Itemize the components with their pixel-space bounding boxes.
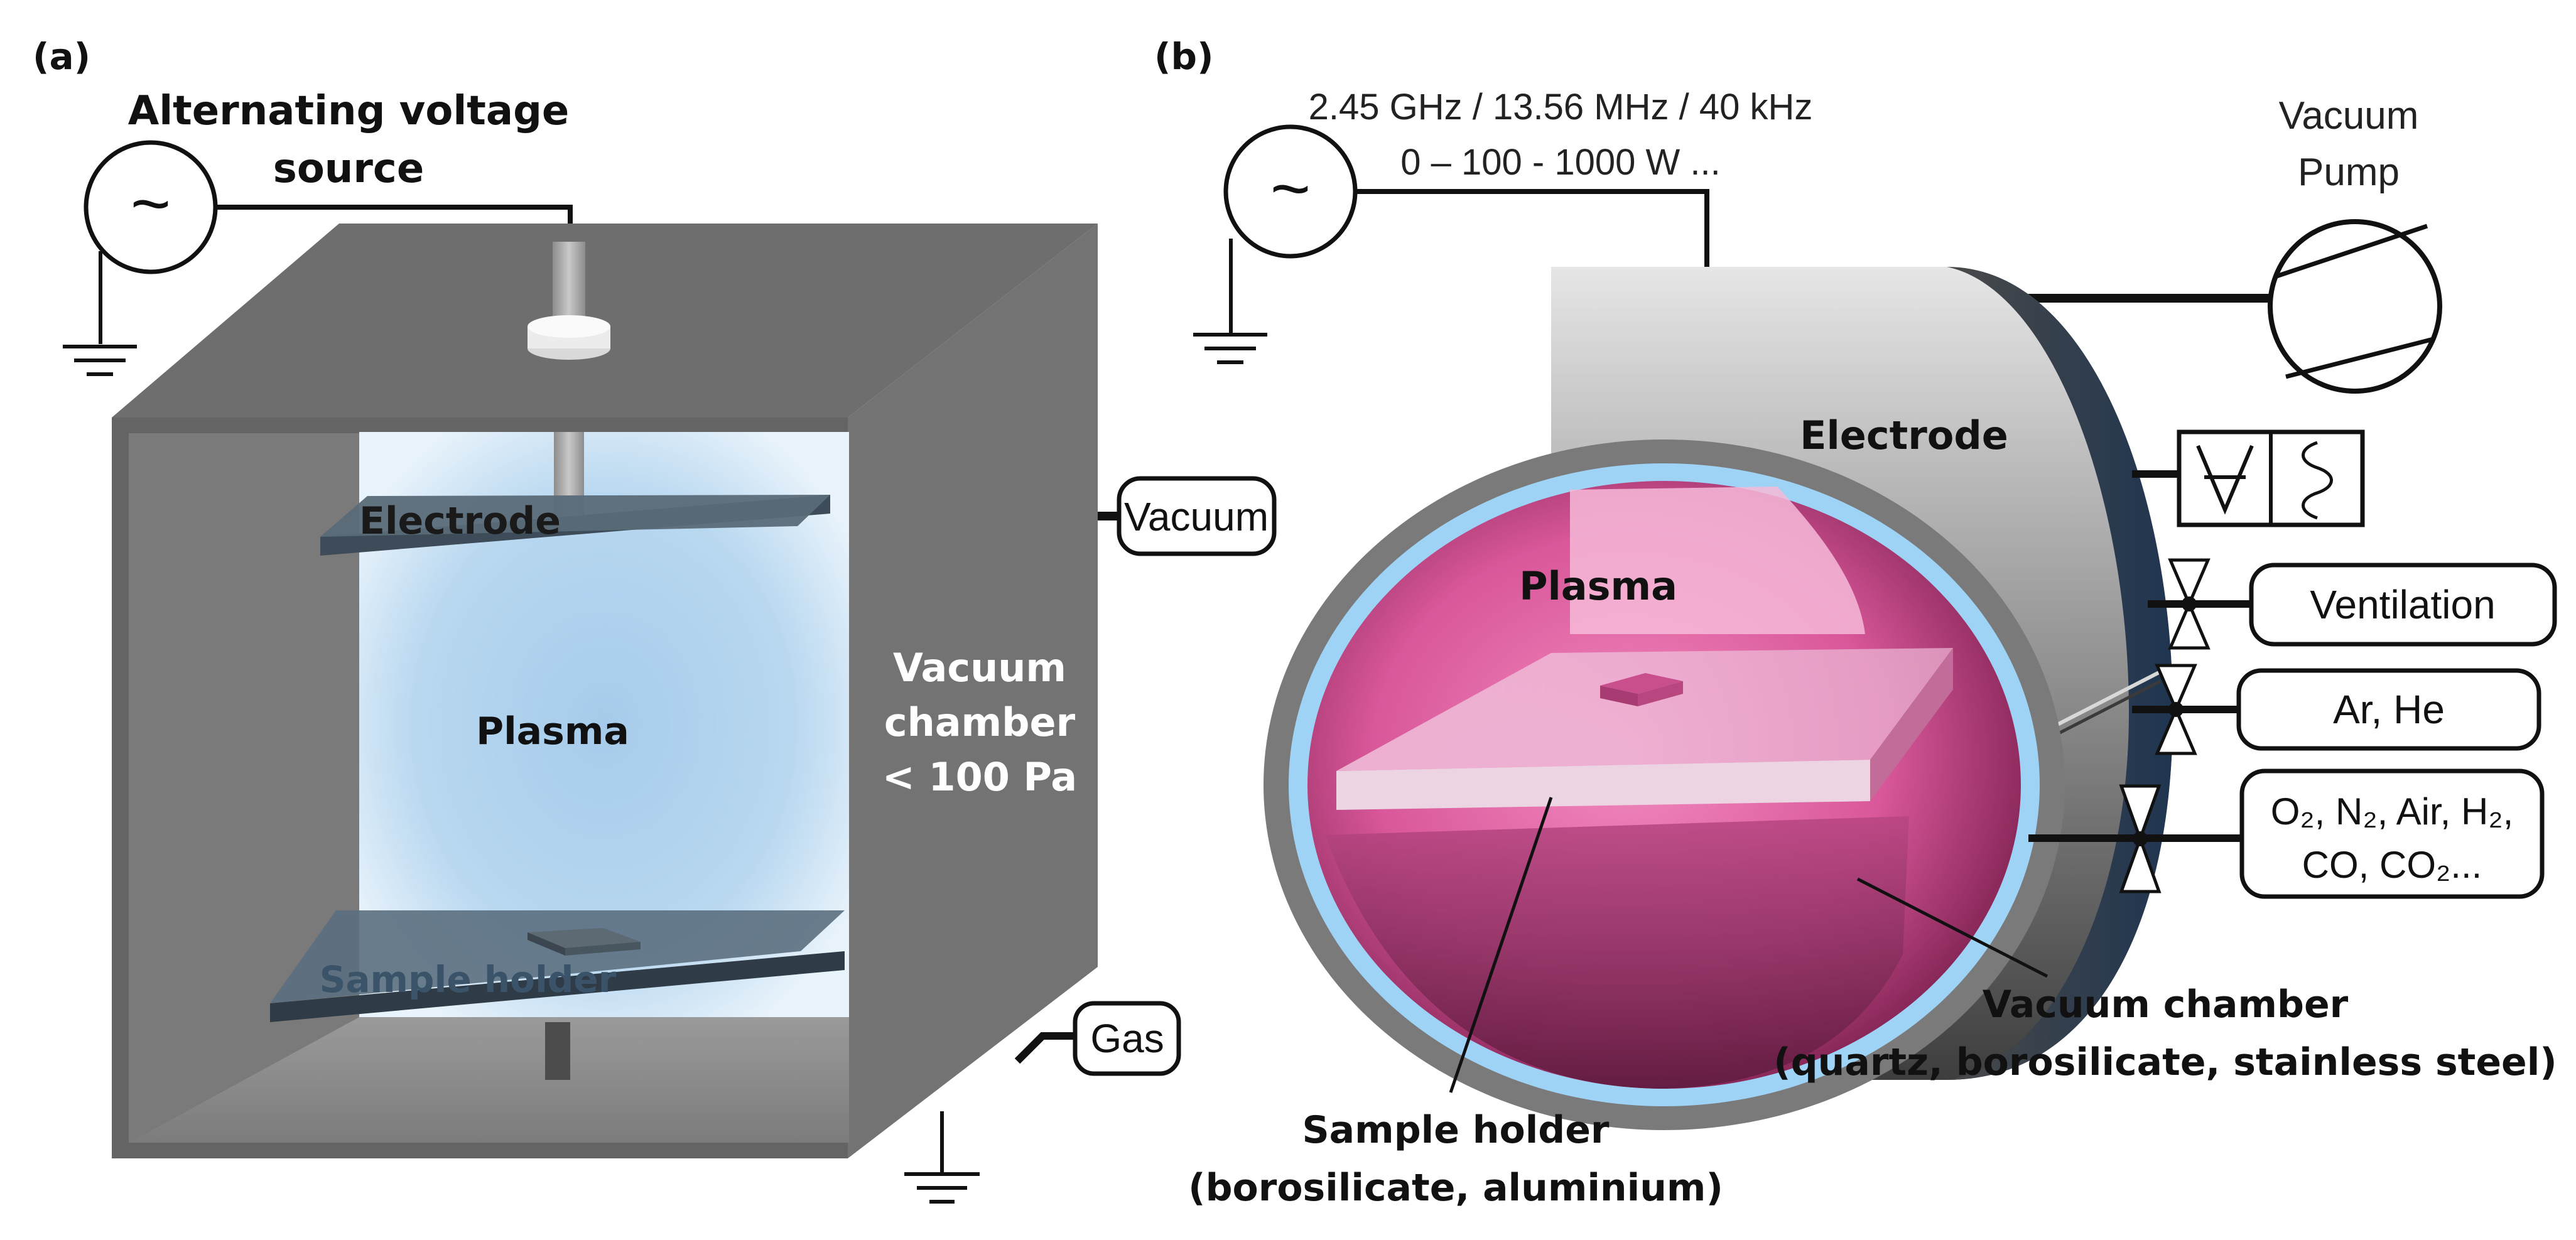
reactive-gas-label-line1: O₂, N₂, Air, H₂, xyxy=(2271,790,2514,833)
power-label: 0 – 100 - 1000 W ... xyxy=(1400,142,1720,183)
holder-label-b-line2: (borosilicate, aluminium) xyxy=(1188,1166,1723,1210)
insulator-top xyxy=(528,315,610,338)
gas-port-label: Gas xyxy=(1090,1016,1164,1061)
ground-icon xyxy=(63,251,137,376)
plasma-label-a: Plasma xyxy=(476,709,629,753)
ventilation-valve-icon xyxy=(2168,558,2211,650)
chamber-inner-floor xyxy=(129,1017,849,1143)
reactive-gas-box xyxy=(2239,768,2545,899)
sample-holder-side-b xyxy=(1870,648,1953,801)
electrode-plate xyxy=(320,495,830,537)
source-title-line1: Alternating voltage xyxy=(128,88,570,134)
electrode-label-a: Electrode xyxy=(359,499,561,543)
chamber-top-face xyxy=(112,224,1098,418)
inert-gas-box xyxy=(2236,668,2541,751)
chamber-label-line1: Vacuum xyxy=(893,645,1066,691)
plasma-lower xyxy=(1325,816,1909,1089)
panel-b-label: (b) xyxy=(1154,35,1214,78)
chamber-label-b-line1: Vacuum chamber xyxy=(1983,983,2349,1027)
chamber-label-line2: chamber xyxy=(884,699,1076,745)
reactive-gas-valve-icon xyxy=(2119,784,2162,893)
sine-symbol-b: ~ xyxy=(1270,150,1311,227)
plasma-label-b: Plasma xyxy=(1519,563,1677,609)
sample-holder-label-a: Sample holder xyxy=(320,958,617,1001)
sample-holder-front-b xyxy=(1336,760,1870,810)
pump-label-line2: Pump xyxy=(2298,151,2400,194)
sample-holder-plate-edge xyxy=(270,951,845,1022)
electrode-label-b: Electrode xyxy=(1800,412,2008,458)
electrode-rod-top xyxy=(553,242,585,326)
pump-label-line1: Vacuum xyxy=(2279,94,2419,137)
sample-holder-top-b xyxy=(1336,648,1953,771)
sample-piece xyxy=(528,928,641,948)
ventilation-box xyxy=(2249,563,2557,647)
holder-leader-line xyxy=(1449,797,1553,1093)
holder-label-b-line1: Sample holder xyxy=(1302,1108,1609,1152)
chamber-ground-icon xyxy=(904,1111,980,1204)
gas-port-pipe xyxy=(1014,1032,1075,1064)
inert-gas-label: Ar, He xyxy=(2333,687,2445,732)
inert-gas-valve-icon xyxy=(2155,664,2197,755)
cylinder-end xyxy=(1947,267,2173,1080)
ground-icon-b xyxy=(1193,239,1267,364)
ventilation-label: Ventilation xyxy=(2310,582,2495,627)
chamber-label-line3: < 100 Pa xyxy=(882,754,1077,800)
panel-b: (b) 2.45 GHz / 13.56 MHz / 40 kHz 0 – 10… xyxy=(1154,35,2557,1210)
reactive-gas-label-line2: CO, CO₂... xyxy=(2302,844,2482,886)
chamber-right-face xyxy=(848,224,1098,1158)
gas-port-box xyxy=(1073,1001,1181,1076)
sample-holder-plate xyxy=(270,910,845,1003)
plasma-back-highlight xyxy=(1570,487,1865,634)
pressure-gauge-icon xyxy=(2177,429,2365,527)
source-title-line2: source xyxy=(273,146,425,192)
vacuum-port-box xyxy=(1117,476,1277,556)
sine-symbol: ~ xyxy=(131,165,171,242)
frequency-label: 2.45 GHz / 13.56 MHz / 40 kHz xyxy=(1309,87,1813,127)
panel-a: (a) Alternating voltage source ~ xyxy=(33,35,1277,1204)
chamber-label-b-line2: (quartz, borosilicate, stainless steel) xyxy=(1773,1040,2557,1084)
chamber-leader-line xyxy=(1856,877,2048,978)
sample-piece-b xyxy=(1600,673,1683,694)
holder-rod xyxy=(545,1022,570,1080)
panel-a-label: (a) xyxy=(33,35,90,78)
vacuum-port-label: Vacuum xyxy=(1124,494,1269,539)
vacuum-pump-icon xyxy=(2268,219,2442,394)
